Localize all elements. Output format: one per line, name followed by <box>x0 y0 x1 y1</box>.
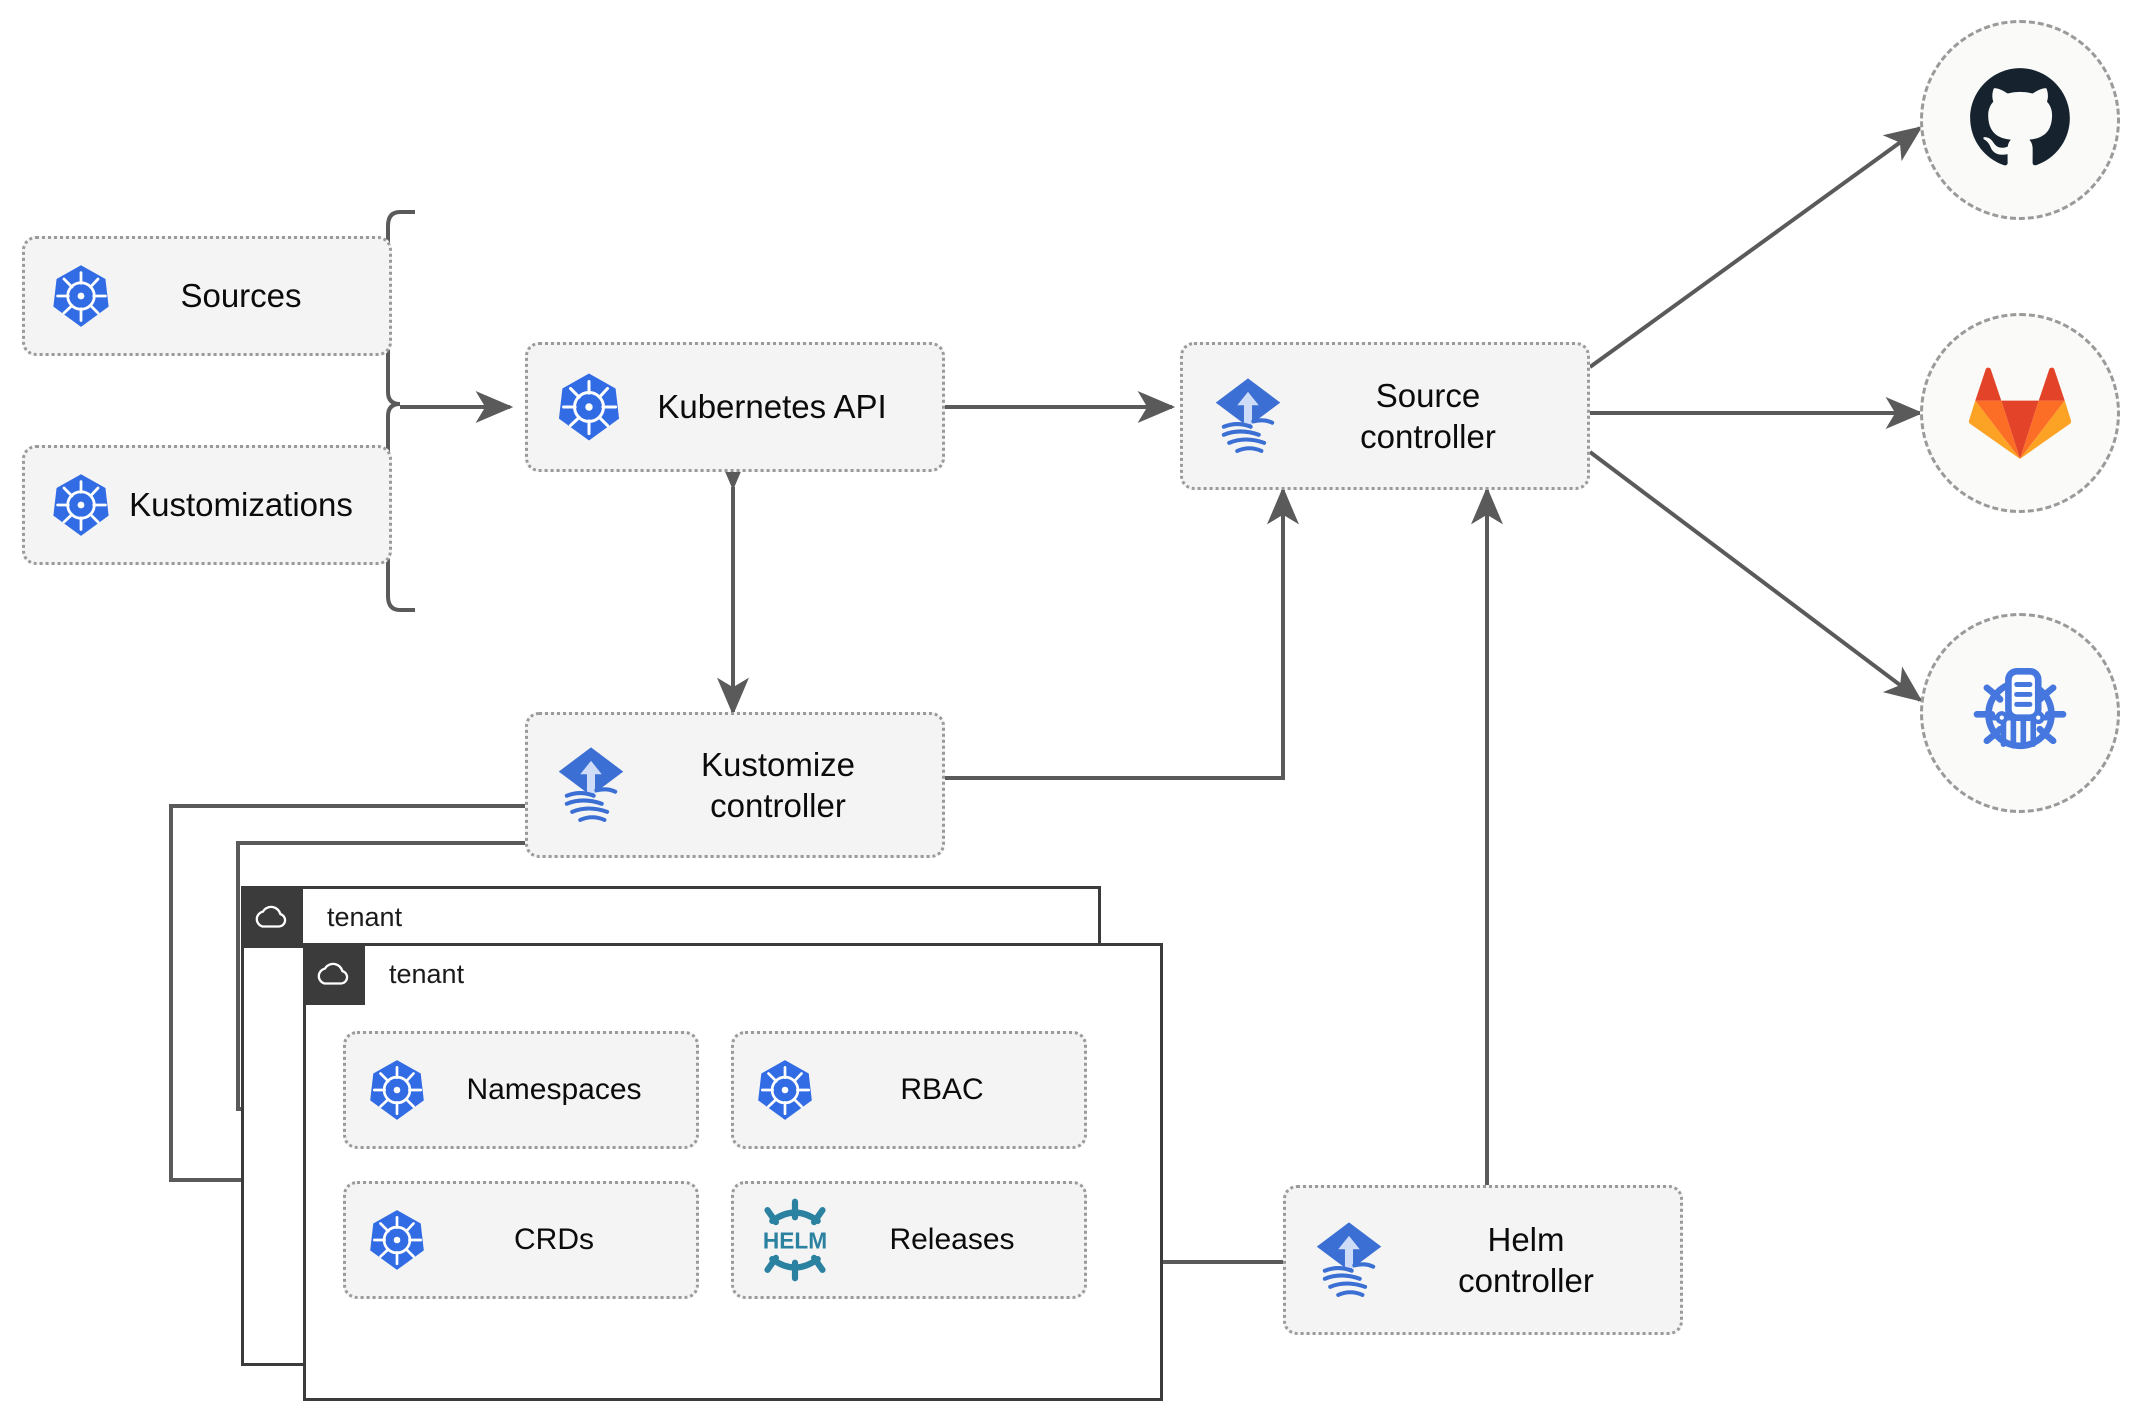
node-label: RBAC <box>900 1073 984 1107</box>
node-kustomize-controller[interactable]: Kustomize controller <box>525 712 945 858</box>
node-source-controller[interactable]: Source controller <box>1180 342 1590 490</box>
node-label: Releases <box>889 1223 1015 1257</box>
helm-icon: HELM <box>752 1197 838 1283</box>
node-kubernetes-api[interactable]: Kubernetes API <box>525 342 945 472</box>
flux-icon <box>548 742 634 828</box>
node-label: Helm controller <box>1458 1220 1594 1299</box>
node-releases[interactable]: HELM Releases <box>731 1181 1087 1299</box>
node-sources[interactable]: Sources <box>22 236 392 356</box>
node-label: Namespaces <box>466 1073 642 1107</box>
tenant-header: tenant <box>241 886 402 948</box>
node-label: CRDs <box>514 1223 594 1257</box>
flux-icon <box>1205 373 1291 459</box>
tenant-label: tenant <box>389 958 465 989</box>
provider-gitlab[interactable] <box>1920 313 2120 513</box>
helm-repository-icon <box>1967 658 2073 769</box>
kubernetes-icon <box>364 1207 430 1273</box>
node-label: Kubernetes API <box>657 388 887 426</box>
node-label: Sources <box>180 277 302 315</box>
svg-text:HELM: HELM <box>763 1227 827 1253</box>
node-rbac[interactable]: RBAC <box>731 1031 1087 1149</box>
cloud-icon <box>303 943 365 1005</box>
provider-github[interactable] <box>1920 20 2120 220</box>
tenant-header: tenant <box>303 943 464 1005</box>
provider-registry[interactable] <box>1920 613 2120 813</box>
kubernetes-icon <box>752 1057 818 1123</box>
tenant-label: tenant <box>327 901 403 932</box>
kubernetes-icon <box>47 262 115 330</box>
node-kustomizations[interactable]: Kustomizations <box>22 445 392 565</box>
node-namespaces[interactable]: Namespaces <box>343 1031 699 1149</box>
gitlab-icon <box>1968 359 2072 468</box>
node-helm-controller[interactable]: Helm controller <box>1283 1185 1683 1335</box>
tenant-front-container[interactable]: tenant Namespaces <box>303 943 1163 1401</box>
cloud-icon <box>241 886 303 948</box>
github-icon <box>1968 66 2072 175</box>
node-label: Source controller <box>1360 376 1496 455</box>
node-label: Kustomize controller <box>700 745 856 824</box>
kubernetes-icon <box>47 471 115 539</box>
kubernetes-icon <box>364 1057 430 1123</box>
node-crds[interactable]: CRDs <box>343 1181 699 1299</box>
node-label: Kustomizations <box>129 486 353 524</box>
flux-icon <box>1306 1217 1392 1303</box>
kubernetes-icon <box>552 370 626 444</box>
